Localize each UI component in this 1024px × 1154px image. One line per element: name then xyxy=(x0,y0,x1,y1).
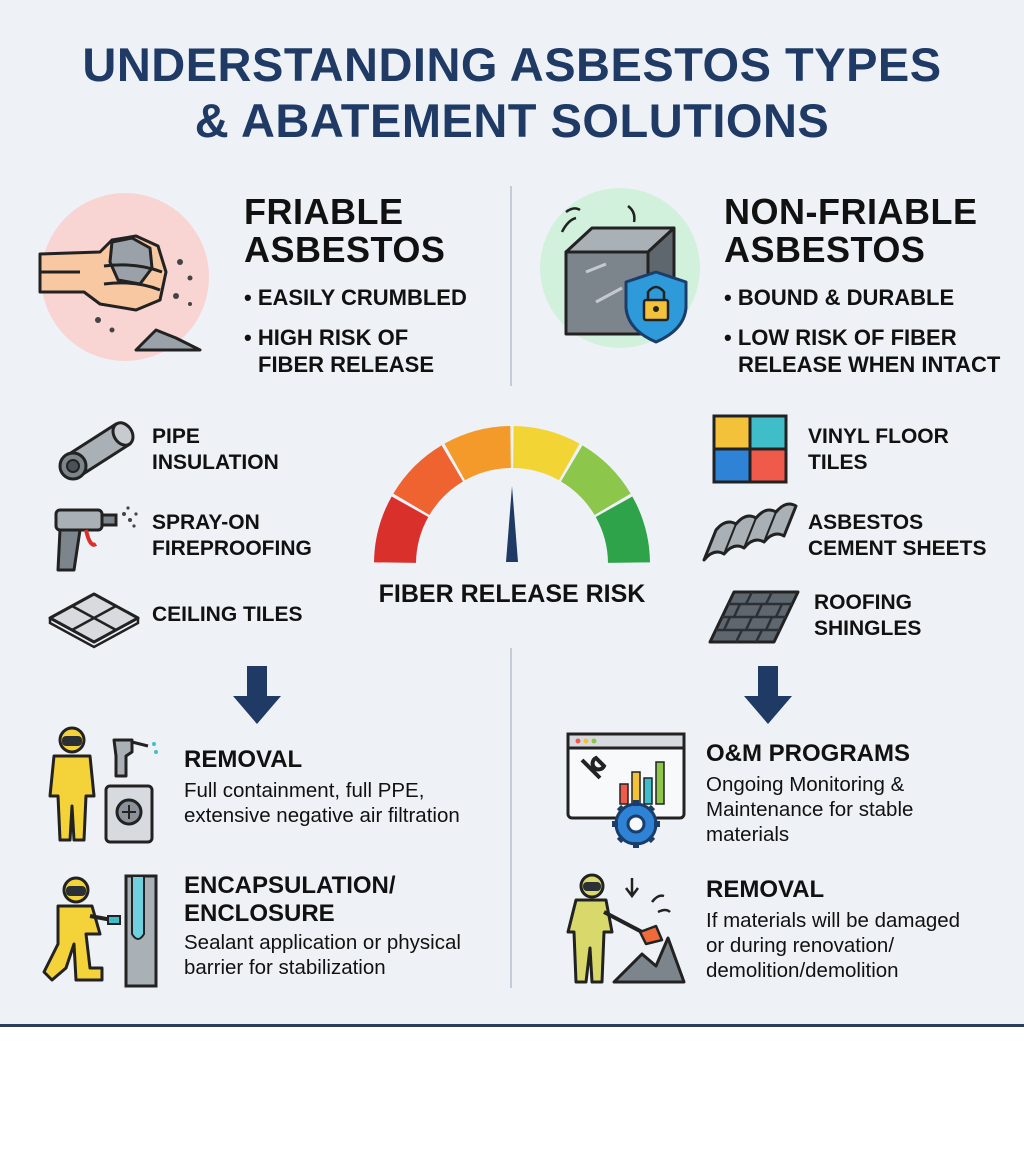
gauge-segment-5 xyxy=(560,445,631,516)
friable-item-3-line-1: CEILING TILES xyxy=(152,603,303,626)
friable-solution-1-desc-line-1: Full containment, full PPE, xyxy=(184,779,425,802)
non-friable-solution-2-title: REMOVAL xyxy=(706,876,825,903)
friable-item-2-line-2: FIREPROOFING xyxy=(152,537,312,560)
non-friable-item-3-line-1: ROOFING xyxy=(814,591,912,614)
non-friable-bullet-2-line-2: RELEASE WHEN INTACT xyxy=(738,352,1001,377)
block-with-lock-shield-icon xyxy=(536,188,704,348)
friable-item-1-line-1: PIPE xyxy=(152,425,200,448)
non-friable-item-1-line-1: VINYL FLOOR xyxy=(808,425,949,448)
gauge-segment-1 xyxy=(374,496,429,563)
pipe-icon xyxy=(48,414,138,481)
non-friable-solution-1-desc-line-1: Ongoing Monitoring & xyxy=(706,773,905,796)
infographic-poster: UNDERSTANDING ASBESTOS TYPES & ABATEMENT… xyxy=(0,0,1024,1024)
worker-breaking-material-icon xyxy=(556,872,688,988)
risk-gauge xyxy=(374,426,650,563)
worker-spraying-sealant-icon xyxy=(40,872,172,988)
non-friable-item-1-line-2: TILES xyxy=(808,451,868,474)
gauge-segments xyxy=(374,426,650,563)
spray-gun-icon xyxy=(50,500,142,574)
hand-crumbling-material-icon xyxy=(38,192,210,362)
friable-item-1-line-2: INSULATION xyxy=(152,451,279,474)
friable-bullet-2-line-1: • HIGH RISK OF xyxy=(244,325,409,350)
friable-solution-2-desc-line-2: barrier for stabilization xyxy=(184,956,386,979)
non-friable-solution-1-desc-line-2: Maintenance for stable xyxy=(706,798,914,821)
gauge-needle xyxy=(506,486,518,562)
non-friable-item-3-line-2: SHINGLES xyxy=(814,617,922,640)
friable-solution-1-title: REMOVAL xyxy=(184,746,303,773)
friable-bullet-1: • EASILY CRUMBLED xyxy=(244,285,467,310)
page-title-line-2: & ABATEMENT SOLUTIONS xyxy=(194,94,830,147)
non-friable-bullet-2-line-1: • LOW RISK OF FIBER xyxy=(724,325,957,350)
bottom-rule xyxy=(0,1024,1024,1027)
friable-item-2-line-1: SPRAY-ON xyxy=(152,511,260,534)
corrugated-sheet-icon xyxy=(700,502,800,564)
floor-tiles-icon xyxy=(712,414,788,484)
non-friable-solution-1-desc-line-3: materials xyxy=(706,823,790,846)
monitoring-dashboard-icon xyxy=(566,732,686,850)
ceiling-tile-icon xyxy=(46,590,142,649)
non-friable-item-2-line-1: ASBESTOS xyxy=(808,511,924,534)
hazmat-worker-icon xyxy=(40,726,164,846)
column-divider-top xyxy=(510,186,512,386)
non-friable-solution-2-desc-line-3: demolition/demolition xyxy=(706,959,899,982)
friable-down-arrow-icon xyxy=(233,666,281,726)
non-friable-heading-line-2: ASBESTOS xyxy=(724,229,926,270)
column-divider-bottom xyxy=(510,648,512,988)
friable-bullet-2-line-2: FIBER RELEASE xyxy=(258,352,435,377)
friable-heading-line-1: FRIABLE xyxy=(244,191,404,232)
friable-solution-2-title-line-1: ENCAPSULATION/ xyxy=(184,872,396,899)
page-title-line-1: UNDERSTANDING ASBESTOS TYPES xyxy=(82,38,942,91)
gauge-label: FIBER RELEASE RISK xyxy=(378,580,646,608)
friable-heading-line-2: ASBESTOS xyxy=(244,229,446,270)
gauge-segment-6 xyxy=(595,496,650,563)
non-friable-item-2-line-2: CEMENT SHEETS xyxy=(808,537,987,560)
non-friable-heading-line-1: NON-FRIABLE xyxy=(724,191,978,232)
non-friable-solution-1-title: O&M PROGRAMS xyxy=(706,740,910,767)
friable-solution-1-desc-line-2: extensive negative air filtration xyxy=(184,804,460,827)
non-friable-solution-2-desc-line-1: If materials will be damaged xyxy=(706,909,961,932)
gauge-segment-2 xyxy=(393,445,464,516)
friable-solution-2-title-line-2: ENCLOSURE xyxy=(184,900,335,927)
gauge-segment-4 xyxy=(513,426,580,481)
non-friable-bullet-1: • BOUND & DURABLE xyxy=(724,285,955,310)
non-friable-down-arrow-icon xyxy=(744,666,792,726)
friable-solution-2-desc-line-1: Sealant application or physical xyxy=(184,931,461,954)
gauge-segment-3 xyxy=(444,426,511,481)
non-friable-solution-2-desc-line-2: or during renovation/ xyxy=(706,934,895,957)
roof-shingles-icon xyxy=(706,588,802,646)
